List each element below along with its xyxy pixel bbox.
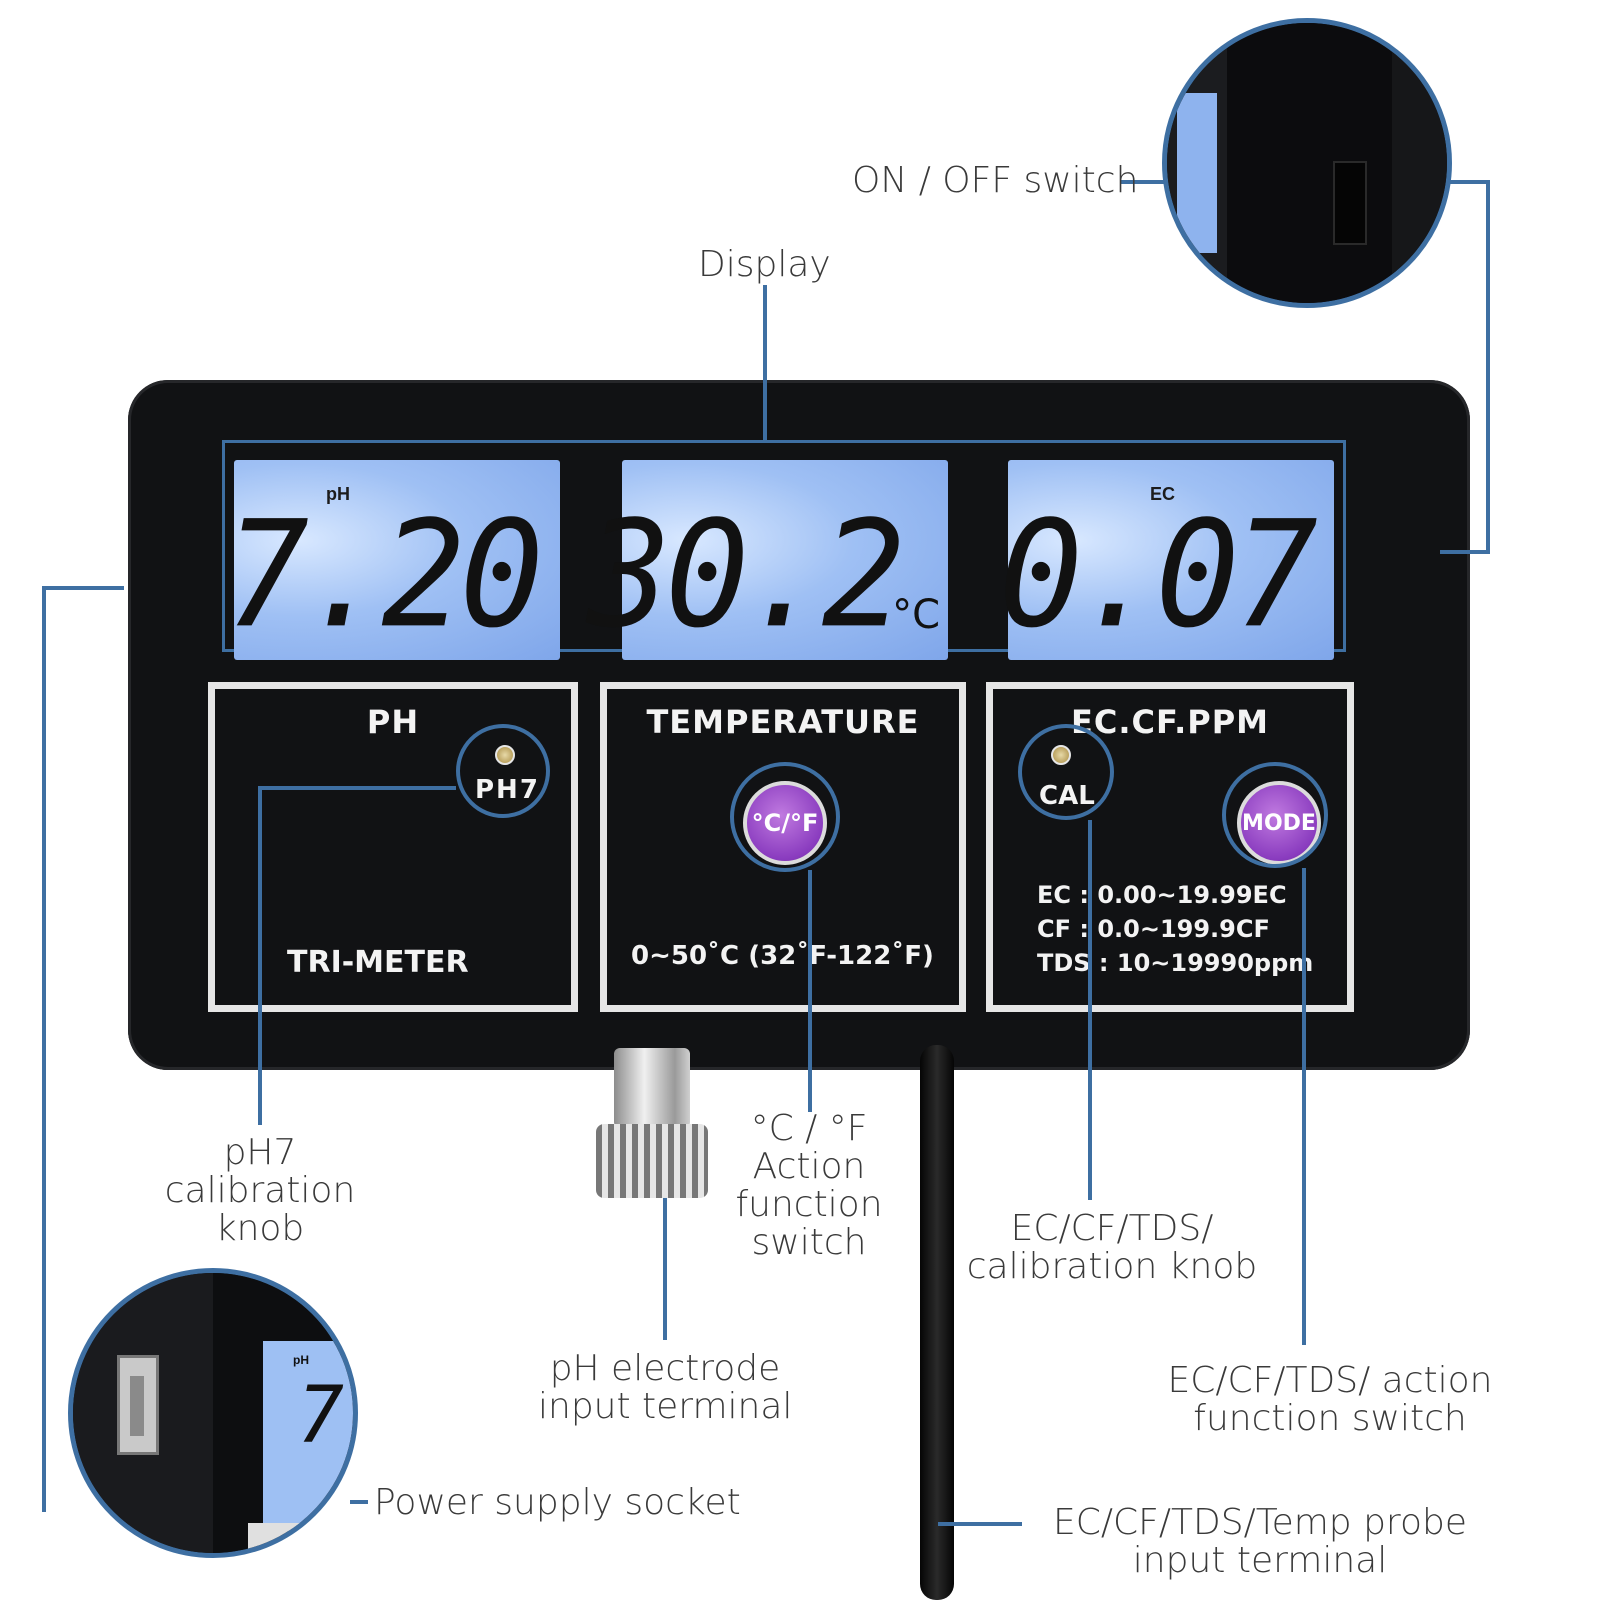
power-socket-zoom-inset: pH 7.24 [68, 1268, 358, 1558]
ec-panel: EC.CF.PPM CAL MODE EC : 0.00~19.99EC CF … [986, 682, 1354, 1012]
ph7-knob[interactable] [456, 724, 550, 818]
temperature-display-unit: °C [892, 592, 940, 638]
ph7-knob-callout: pH7 calibration knob [164, 1132, 356, 1249]
ph-display: pH 7.20 [225, 460, 560, 660]
ec-spec-line-3: TDS : 10~19990ppm [1037, 949, 1314, 977]
on-off-switch-callout: ON / OFF switch [852, 160, 1139, 201]
ph-panel-title: PH [366, 703, 420, 741]
temperature-range-label: 0~50˚C (32˚F-122˚F) [631, 941, 934, 971]
ec-panel-title: EC.CF.PPM [1070, 703, 1270, 741]
ec-display-value: 0.07 [998, 489, 1318, 662]
ec-display: EC 0.07 [999, 460, 1334, 660]
ec-knob-callout: EC/CF/TDS/ calibration knob [966, 1208, 1258, 1287]
ph-electrode-bnc-connector[interactable] [596, 1048, 708, 1198]
temperature-display: 30.2 °C [587, 460, 948, 660]
mode-button-ring [1222, 762, 1328, 868]
on-off-zoom-inset [1162, 18, 1452, 308]
display-callout: Display [698, 244, 831, 285]
probe-terminal-callout: EC/CF/TDS/Temp probe input terminal [1053, 1502, 1467, 1581]
ph-display-label: pH [326, 484, 350, 504]
temperature-display-value: 30.2 [586, 489, 906, 662]
cal-knob[interactable] [1018, 724, 1114, 820]
ec-spec-line-2: CF : 0.0~199.9CF [1037, 915, 1270, 943]
ph-terminal-callout: pH electrode input terminal [538, 1348, 793, 1427]
ph-panel-footer: TRI-METER [287, 945, 469, 980]
ph-display-value: 7.20 [224, 489, 544, 662]
temperature-panel-title: TEMPERATURE [646, 703, 920, 741]
zoom-display-value: 7.24 [297, 1371, 353, 1461]
usb-socket-icon [117, 1355, 159, 1455]
temp-switch-callout: °C / °F Action function switch [735, 1108, 883, 1263]
celsius-fahrenheit-ring [730, 762, 840, 872]
ec-spec-line-1: EC : 0.00~19.99EC [1037, 881, 1287, 909]
probe-cable [920, 1045, 954, 1600]
zoom-display-label: pH [293, 1353, 309, 1367]
ec-switch-callout: EC/CF/TDS/ action function switch [1167, 1360, 1493, 1439]
ec-display-label: EC [1150, 484, 1176, 504]
power-socket-callout: Power supply socket [374, 1482, 741, 1523]
on-off-switch-icon [1333, 161, 1367, 245]
